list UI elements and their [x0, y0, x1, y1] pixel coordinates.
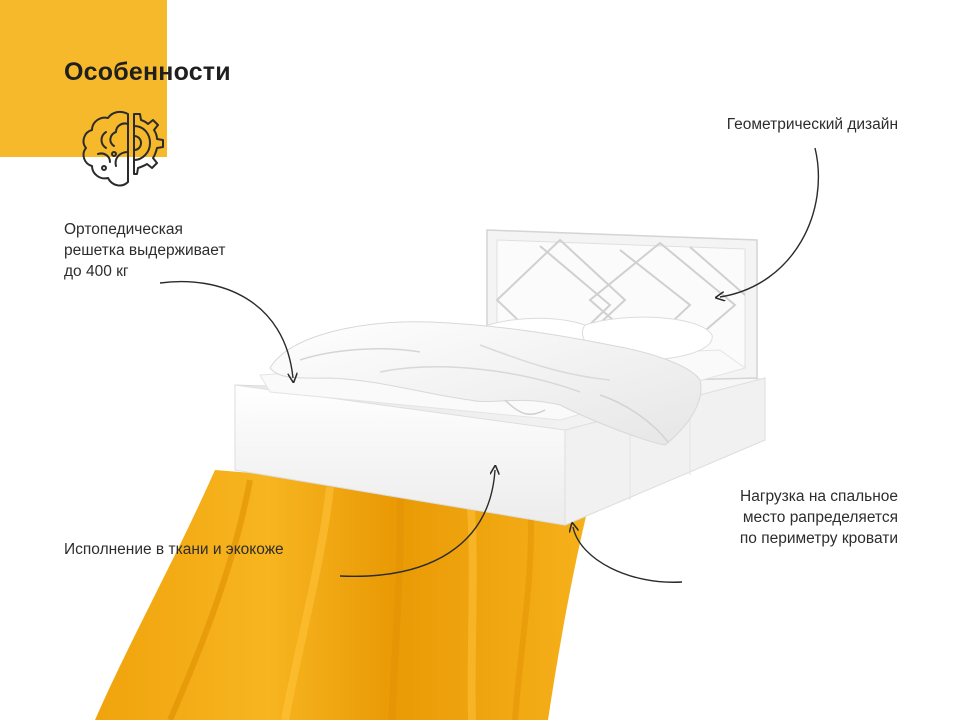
orthopedic-line-3: до 400 кг — [64, 263, 129, 280]
load-line-3: по периметру кровати — [739, 530, 898, 547]
geometric-design-note: Геометрический дизайн — [726, 116, 898, 133]
page-title: Особенности — [64, 58, 231, 86]
headboard — [486, 229, 758, 386]
orthopedic-grid-note: Ортопедическая решетка выдерживает до 40… — [64, 219, 304, 282]
load-distribution-note: Нагрузка на спальное место рапределяется… — [658, 486, 898, 549]
orthopedic-line-2: решетка выдерживает — [64, 242, 226, 259]
accent-corner-block — [0, 0, 167, 157]
load-line-1: Нагрузка на спальное — [740, 488, 898, 505]
fabric-drape — [95, 470, 590, 720]
ortho-arrow — [159, 280, 293, 378]
orthopedic-line-1: Ортопедическая — [64, 221, 183, 238]
bedding — [259, 316, 747, 446]
load-line-2: место рапределяется — [742, 509, 898, 526]
geo-arrow — [720, 147, 820, 297]
fabric-note: Исполнение в ткани и экокоже — [64, 541, 284, 558]
fabric-arrow — [339, 470, 495, 577]
brain-gear-icon — [82, 110, 164, 187]
